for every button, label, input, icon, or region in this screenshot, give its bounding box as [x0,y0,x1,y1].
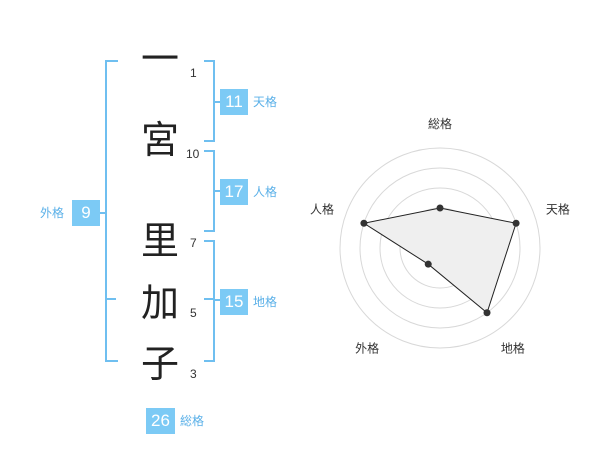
gai-badge: 9 [72,200,100,226]
radar-point-5 [360,219,368,227]
radar-axis-label: 天格 [546,202,570,217]
sou-label: 総格 [180,414,205,428]
radar-axis-label: 外格 [355,340,379,355]
name-char-4: 加 [140,281,179,325]
name-char-2: 宮 [140,118,179,162]
stroke-count-4: 5 [190,306,197,320]
chi-bracket-tick [204,298,213,300]
radar-point-1 [436,204,444,212]
stroke-count-3: 7 [190,236,197,250]
radar-ring [339,147,541,349]
outer-bracket [105,60,118,362]
radar-ring [359,167,521,329]
chi-bracket [204,240,215,362]
radar-polygon [362,207,517,314]
ten-bracket-connector [213,101,220,103]
jin-label: 人格 [253,185,278,199]
radar-axis-label: 総格 [428,116,452,131]
radar-point-2 [512,219,520,227]
stroke-count-5: 3 [190,367,197,381]
outer-bracket-tick [105,298,116,300]
ten-badge: 11 [220,89,248,115]
radar-axis-label: 人格 [310,202,334,217]
chi-label: 地格 [253,295,278,309]
radar-axis-label: 地格 [501,340,525,355]
chi-badge: 15 [220,289,248,315]
radar-point-3 [483,309,491,317]
name-char-1: 一 [140,37,179,81]
stroke-count-1: 1 [190,66,197,80]
chi-bracket-connector [213,299,220,301]
name-char-5: 子 [140,342,179,386]
radar-point-4 [424,260,432,268]
jin-badge: 17 [220,179,248,205]
jin-bracket-connector [213,190,220,192]
outer-bracket-connector [100,212,106,214]
gai-label: 外格 [40,206,65,220]
radar-points [360,204,520,317]
name-char-3: 里 [140,219,179,263]
ten-label: 天格 [253,95,278,109]
stroke-count-2: 10 [186,147,200,161]
sou-badge: 26 [146,408,175,434]
